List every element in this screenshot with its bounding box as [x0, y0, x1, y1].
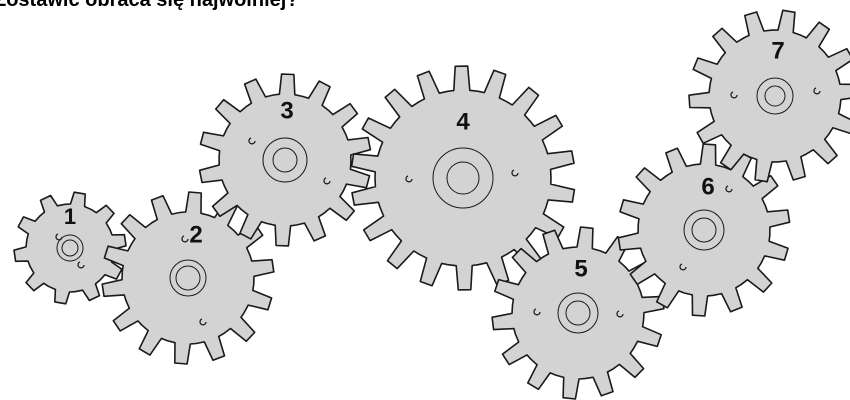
gear-6-number: 6 [701, 173, 714, 200]
gear-4-body [352, 66, 575, 290]
gear-5: 5 [492, 227, 664, 399]
gear-4-number: 4 [456, 108, 470, 135]
gear-7-number: 7 [771, 37, 784, 64]
gear-5-body [492, 227, 664, 399]
gear-2-number: 2 [189, 221, 202, 248]
gear-4: 4 [352, 66, 575, 290]
gear-3-number: 3 [280, 97, 293, 124]
gear-5-number: 5 [574, 255, 587, 282]
gear-1-number: 1 [64, 204, 76, 229]
